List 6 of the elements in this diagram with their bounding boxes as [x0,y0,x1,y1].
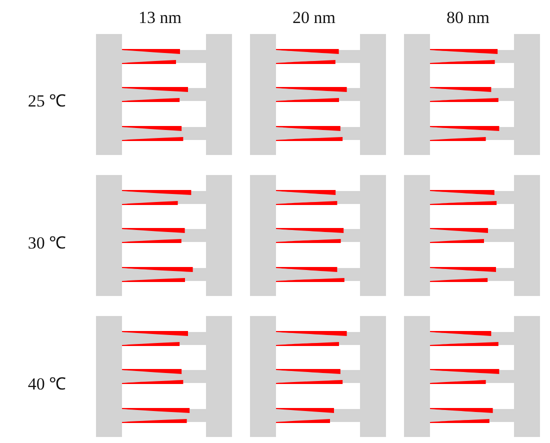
column-header: 13 nm [138,8,182,28]
column-header: 80 nm [446,8,490,28]
row-header: 25 ℃ [28,90,66,112]
column-header: 20 nm [292,8,336,28]
row-header: 40 ℃ [28,374,66,394]
row-header: 30 ℃ [28,232,66,254]
